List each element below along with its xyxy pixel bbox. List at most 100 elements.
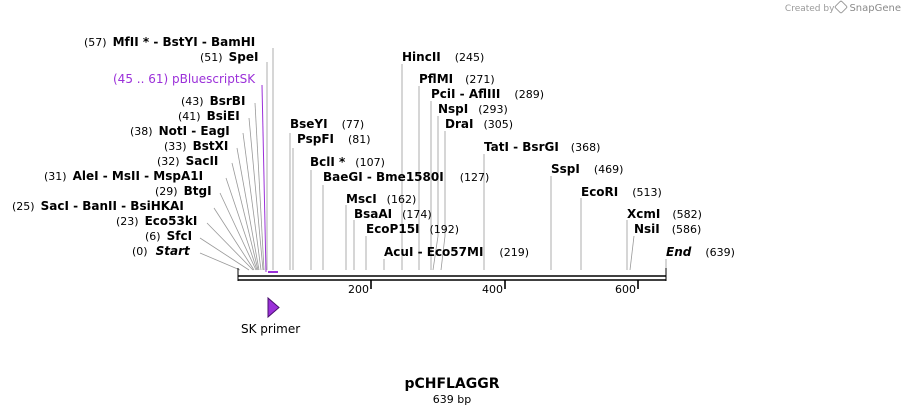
site-pos: (513) — [632, 186, 662, 199]
site-name: MfII * - BstYI - BamHI — [113, 35, 256, 49]
site-name: EcoP15I — [366, 222, 420, 236]
site-acui-eco57mi[interactable]: AcuI - Eco57MI (219) — [384, 245, 529, 259]
site-sacii[interactable]: (32)SacII — [157, 154, 218, 168]
site-pos: (639) — [705, 246, 735, 259]
site-name: PciI - AflIII — [431, 87, 500, 101]
site-name: End — [666, 245, 692, 259]
site-bseyi[interactable]: BseYI (77) — [290, 117, 364, 131]
pbluescriptsk-feature-label[interactable]: (45 .. 61) pBluescriptSK — [113, 72, 256, 86]
site-pos: (51) — [200, 51, 223, 64]
site-name: BseYI — [290, 117, 328, 131]
site-nspi[interactable]: NspI (293) — [438, 102, 508, 116]
pbluescriptsk-feature-leader — [261, 84, 267, 273]
site-saci-banii-bsihkai[interactable]: (25) SacI - BanII - BsiHKAI — [12, 199, 184, 213]
site-mfii-bstyi-bamhi[interactable]: (57) MfII * - BstYI - BamHI — [84, 35, 255, 49]
sk-primer-arrow-icon[interactable] — [267, 296, 280, 319]
site-pos: (582) — [672, 208, 702, 221]
site-name: BtgI — [184, 184, 212, 198]
site-pos: (469) — [594, 163, 624, 176]
site-btgi[interactable]: (29)BtgI — [155, 184, 212, 198]
plasmid-length: 639 bp — [433, 393, 471, 406]
site-drai[interactable]: DraI(305) — [445, 117, 513, 131]
site-pos: (271) — [465, 73, 495, 86]
site-bstxi[interactable]: (33)BstXI — [164, 139, 228, 153]
site-name: SpeI — [229, 50, 259, 64]
site-eco53ki[interactable]: (23) Eco53kI — [116, 214, 197, 228]
site-name: BsaAI — [354, 207, 392, 221]
site-sfci[interactable]: (6)SfcI — [145, 229, 192, 243]
site-pflmi[interactable]: PflMI(271) — [419, 72, 495, 86]
sk-primer-label[interactable]: SK primer — [241, 322, 300, 336]
site-pos: (38) — [130, 125, 153, 138]
site-pos: (32) — [157, 155, 180, 168]
site-start[interactable]: (0)Start — [132, 244, 191, 258]
site-pos: (25) — [12, 200, 35, 213]
site-bsiei[interactable]: (41) BsiEI — [178, 109, 240, 123]
site-name: TatI - BsrGI — [484, 140, 559, 154]
site-pos: (107) — [355, 156, 385, 169]
site-pos: (57) — [84, 36, 107, 49]
site-name: BsiEI — [207, 109, 240, 123]
tick-label-400: 400 — [482, 283, 503, 296]
site-pos: (245) — [455, 51, 485, 64]
site-name: BsrBI — [210, 94, 246, 108]
site-sspi[interactable]: SspI (469) — [551, 162, 623, 176]
tick-label-200: 200 — [348, 283, 369, 296]
site-pos: (23) — [116, 215, 139, 228]
site-name: NspI — [438, 102, 468, 116]
site-pos: (219) — [499, 246, 529, 259]
site-name: Start — [156, 244, 191, 258]
site-pspfi[interactable]: PspFI (81) — [297, 132, 371, 146]
site-pos: (77) — [342, 118, 365, 131]
site-pos: (127) — [460, 171, 490, 184]
site-name: PspFI — [297, 132, 334, 146]
site-hincii[interactable]: HincII (245) — [402, 50, 484, 64]
site-pos: (174) — [402, 208, 432, 221]
site-msci[interactable]: MscI (162) — [346, 192, 416, 206]
site-pos: (41) — [178, 110, 201, 123]
site-pos: (162) — [387, 193, 417, 206]
site-pos: (81) — [348, 133, 371, 146]
site-bsrbi[interactable]: (43) BsrBI — [181, 94, 245, 108]
site-spei[interactable]: (51) SpeI — [200, 50, 258, 64]
site-name: SacI - BanII - BsiHKAI — [41, 199, 184, 213]
site-name: AcuI - Eco57MI — [384, 245, 483, 259]
tick-label-600: 600 — [615, 283, 636, 296]
site-name: BaeGI - Bme1580I — [323, 170, 444, 184]
site-pos: (43) — [181, 95, 204, 108]
site-bcli[interactable]: BclI * (107) — [310, 155, 385, 169]
site-tati-bsrgi[interactable]: TatI - BsrGI (368) — [484, 140, 600, 154]
site-baegi-bme1580i[interactable]: BaeGI - Bme1580I (127) — [323, 170, 489, 184]
site-name: HincII — [402, 50, 441, 64]
site-name: AleI - MsII - MspA1I — [73, 169, 203, 183]
plasmid-title: pCHFLAGGR — [404, 376, 499, 392]
site-nsii[interactable]: NsiI(586) — [634, 222, 701, 236]
site-ecop15i[interactable]: EcoP15I (192) — [366, 222, 459, 236]
site-end[interactable]: End (639) — [666, 245, 735, 259]
site-pos: (192) — [430, 223, 460, 236]
site-labels: (57) MfII * - BstYI - BamHI (51) SpeI (43)… — [12, 35, 735, 259]
site-pos: (289) — [514, 88, 544, 101]
site-name: NotI - EagI — [159, 124, 230, 138]
sequence-backbone — [237, 268, 667, 281]
site-name: BclI * — [310, 155, 346, 169]
site-name: MscI — [346, 192, 377, 206]
site-pcii-afliii[interactable]: PciI - AflIII (289) — [431, 87, 544, 101]
site-name: BstXI — [193, 139, 229, 153]
site-xcmi[interactable]: XcmI (582) — [627, 207, 702, 221]
site-leader-lines — [199, 48, 667, 271]
site-alei-msii-mspa1i[interactable]: (31)AleI - MsII - MspA1I — [44, 169, 203, 183]
site-name: SspI — [551, 162, 580, 176]
site-noti-eagi[interactable]: (38) NotI - EagI — [130, 124, 230, 138]
site-name: Eco53kI — [145, 214, 198, 228]
ruler: 200 400 600 — [348, 280, 639, 296]
site-ecori[interactable]: EcoRI (513) — [581, 185, 662, 199]
site-bsaai[interactable]: BsaAI (174) — [354, 207, 432, 221]
site-name: XcmI — [627, 207, 660, 221]
site-pos: (305) — [483, 118, 513, 131]
site-name: EcoRI — [581, 185, 618, 199]
credit-prefix: Created by — [784, 4, 835, 14]
site-pos: (293) — [478, 103, 508, 116]
site-pos: (368) — [571, 141, 601, 154]
site-name: NsiI — [634, 222, 660, 236]
